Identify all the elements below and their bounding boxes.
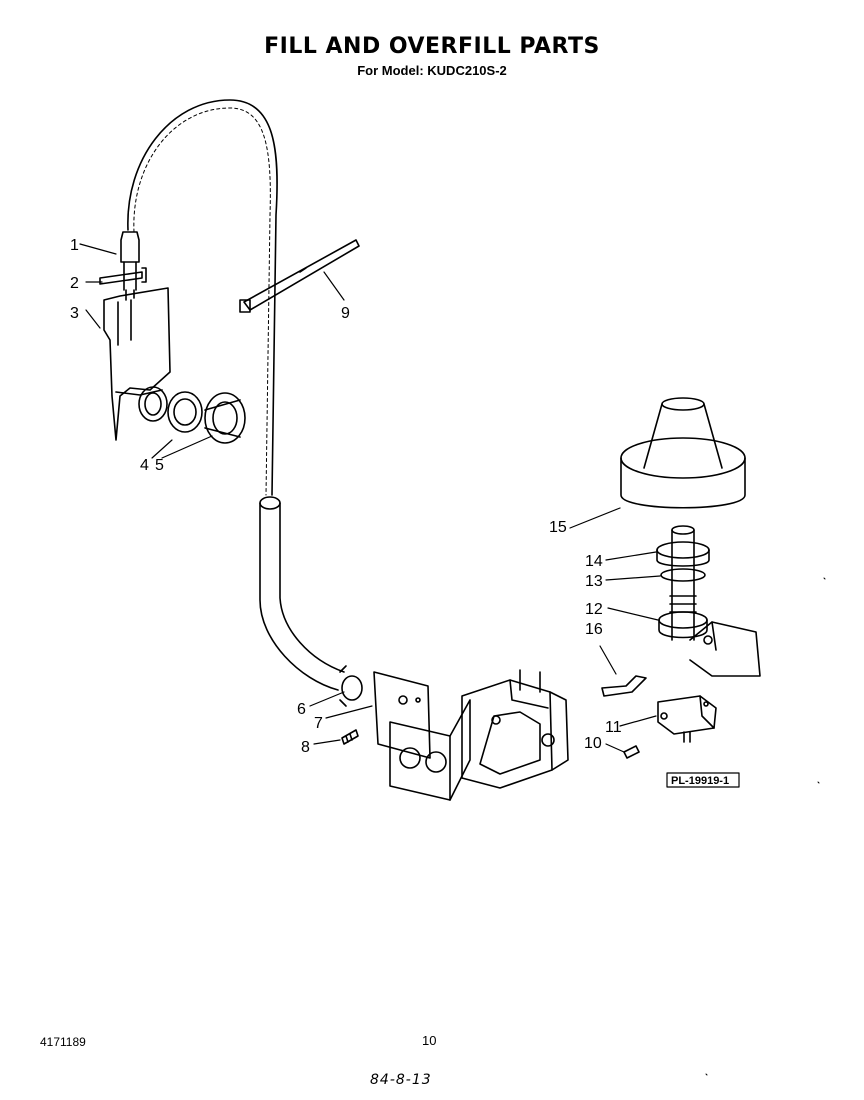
model-subtitle: For Model: KUDC210S-2 (357, 63, 507, 78)
footer-page-number: 10 (422, 1033, 437, 1048)
washer-part-4 (138, 386, 203, 433)
fill-hose (127, 99, 278, 496)
nut-part-5 (204, 392, 246, 444)
callout-2: 2 (70, 275, 79, 292)
switch-bracket (689, 621, 761, 677)
nut-part-14 (656, 541, 710, 567)
callout-5: 5 (155, 457, 164, 474)
leader-lines (79, 243, 661, 753)
float-part-15 (620, 397, 746, 509)
collar-part-12 (658, 595, 708, 639)
hose-clamp-part-6 (339, 665, 363, 707)
callout-11: 11 (605, 719, 622, 736)
scan-specks (705, 577, 826, 1076)
washer-part-13 (660, 568, 706, 582)
reference-box: PL-19919-1 (666, 772, 740, 788)
screw-part-8 (341, 729, 359, 745)
hose-elbow (259, 496, 345, 691)
reference-number: PL-19919-1 (671, 775, 729, 787)
callout-12: 12 (585, 601, 603, 618)
float-stem (671, 525, 695, 641)
callout-16: 16 (585, 621, 603, 638)
fill-funnel-part-3 (103, 287, 171, 441)
callout-14: 14 (585, 553, 603, 570)
callout-10: 10 (584, 735, 602, 752)
footer-date-code: 84-8-13 (370, 1072, 432, 1088)
callout-3: 3 (70, 305, 79, 322)
callout-9: 9 (341, 305, 350, 322)
callout-13: 13 (585, 573, 603, 590)
clamp-part-2 (99, 267, 147, 285)
callout-4: 4 (140, 457, 149, 474)
nozzle-part-1 (120, 231, 140, 291)
callout-6: 6 (297, 701, 306, 718)
callout-1: 1 (70, 237, 79, 254)
callout-15: 15 (549, 519, 567, 536)
page-title: FILL AND OVERFILL PARTS (264, 34, 600, 59)
bracket-part-7 (373, 671, 431, 759)
screw-part-10 (623, 745, 640, 759)
cable-tie-part-9 (239, 239, 360, 313)
footer-part-number: 4171189 (40, 1035, 86, 1049)
switch-part-11 (657, 695, 717, 743)
lever-part-16 (601, 675, 647, 697)
callout-7: 7 (314, 715, 323, 732)
callout-8: 8 (301, 739, 310, 756)
water-valve (389, 669, 569, 801)
callout-labels: 1 2 3 4 5 6 7 8 9 10 11 12 13 14 15 16 (70, 237, 622, 756)
